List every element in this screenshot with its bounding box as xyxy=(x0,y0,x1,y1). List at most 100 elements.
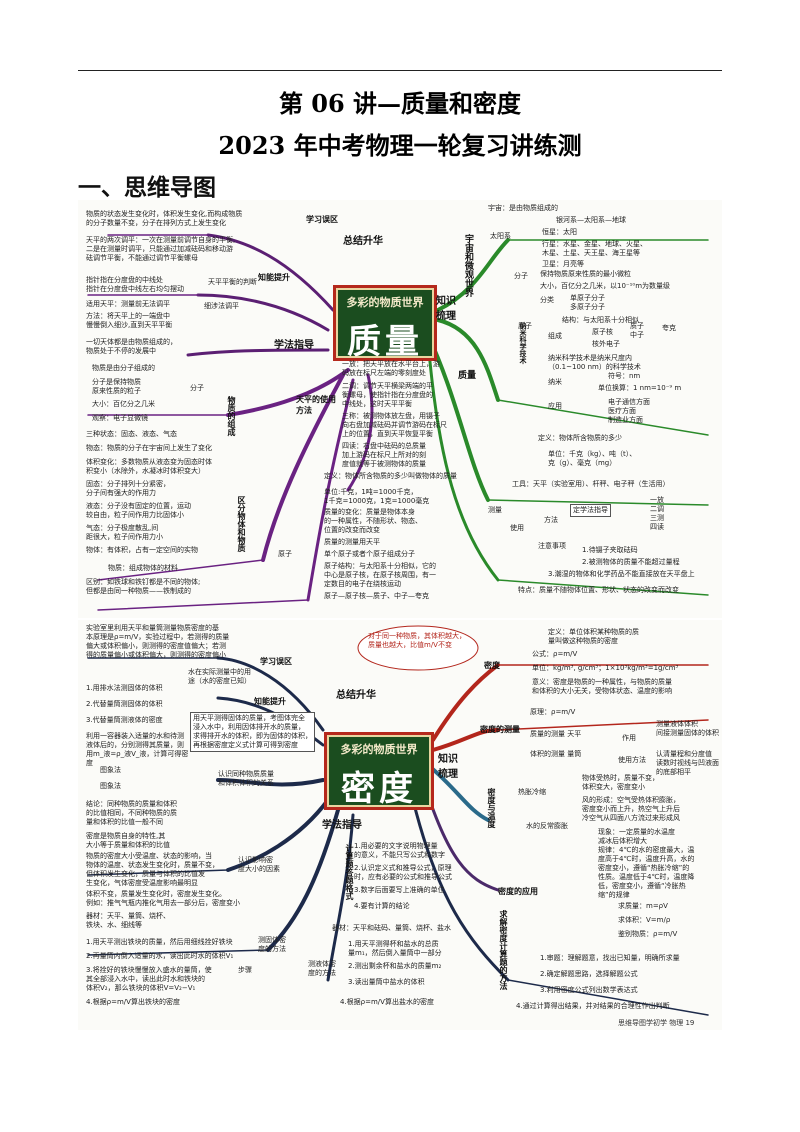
density-node: 图象法 xyxy=(100,766,121,774)
branch-study-zone: 学习误区 xyxy=(260,657,292,666)
density-node: 3.代替量筒测液体的密度 xyxy=(86,716,163,724)
density-node: 意义：密度是物质的一种属性，与物质的质量 和体积的大小无关，受物体状态、温度的影… xyxy=(532,678,672,695)
mass-node: 天平平衡的判断 xyxy=(208,278,257,286)
density-node: 2.确定解题思路，选择解题公式 xyxy=(540,970,638,978)
branch-summary: 总结升华 xyxy=(343,236,383,247)
density-node: 4.根据ρ=m/V算出铁块的密度 xyxy=(86,998,180,1006)
mass-node: 测量 xyxy=(488,506,502,514)
mass-node: 原子 xyxy=(278,550,292,558)
density-hub: 多彩的物质世界 密度 xyxy=(324,732,434,810)
page-title: 第 06 讲—质量和密度 xyxy=(278,89,522,118)
density-node: 现象：一定质量的水温度 减冰后体积增大 xyxy=(598,828,675,845)
density-node: 物质的密度大小受温度、状态的影响，当 物体的温度、状态发生变化时，质量不变， 但… xyxy=(86,852,219,887)
branch-mass: 质量 xyxy=(458,371,477,381)
density-node: 认识影响密 度大小的因素 xyxy=(238,856,280,873)
mass-node: 宇宙：是由物质组成的 xyxy=(488,204,558,212)
mass-node: 物体：有体积，占有一定空间的实物 xyxy=(86,546,198,554)
branch-ability: 知能提升 xyxy=(258,273,290,282)
mass-hub-title: 质量 xyxy=(347,322,423,362)
mass-node: 三称：被测物体放左盘，用镊子 向右盘加减砝码并调节游码在标尺 上的位置，直到天平… xyxy=(342,412,447,438)
branch-measure: 密度的测量 xyxy=(480,725,520,734)
density-node: 1.用必要的文字说明物理量 的意义，不能只写公式和数字 xyxy=(354,842,445,859)
density-node: 密度是物质自身的特性,其 大小等于质量和体积的比值 xyxy=(86,832,170,849)
mass-node: 单位：千克（kg）、吨（t）、 克（g）、毫克（mg） xyxy=(548,450,637,467)
mass-node: 物质的状态发生变化时，体积发生变化,而构成物质 的分子数量不变，分子在排列方式上… xyxy=(86,210,243,227)
density-node: 1.用天平测出铁块的质量，然后用细线拴好铁块 xyxy=(86,938,233,946)
mass-node: 卫星：月亮等 xyxy=(542,260,584,268)
density-node: 体积不变，质量发生变化时，密度发生变化。 例如：推气气瓶内推化气用去一部分后，密… xyxy=(86,890,240,907)
density-node: 求体积：V=m/ρ xyxy=(618,916,671,924)
branch-balance-use: 天平的使用方法 xyxy=(296,395,336,415)
density-node: 结论：同种物质的质量和体积 的比值相同，不同种物质的质 量和体积的比值一般不同 xyxy=(86,800,177,826)
mass-node: 定义：物体所含物质的多少 xyxy=(538,434,622,442)
density-node: 鉴别物质：ρ=m/V xyxy=(618,930,678,938)
mass-node: 定义：物体所含物质的多少叫做物体的质量 xyxy=(324,472,457,480)
branch-ability: 知能提升 xyxy=(254,697,286,706)
page-subtitle: 2023 年中考物理一轮复习讲练测 xyxy=(218,131,582,160)
mass-node: 分子 xyxy=(514,272,528,280)
density-node: 认清量程和分度值 读数时视线与凹液面的底部相平 xyxy=(656,750,719,776)
density-node: 4.通过计算得出结果，并对结果的合理性作出判断 xyxy=(516,1002,670,1010)
mass-node: 方法：将天平上的一端盘中 慢慢倒入细沙,直到天平平衡 xyxy=(86,312,173,329)
mass-node: 单位:千克，1吨=1000千克， 1千克=1000克，1克=1000毫克 xyxy=(324,488,430,505)
density-node: 认识同种物质质量 和体积体积的关系 xyxy=(218,770,274,787)
density-node: 3.将拴好的铁块慢慢放入盛水的量筒，使 其全部浸入水中，读出此时水和铁块的 体积… xyxy=(86,966,212,992)
mass-node: 使用 xyxy=(510,524,524,532)
mass-node: 物质是由分子组成的 xyxy=(92,364,155,372)
mass-node: 方法 xyxy=(544,516,558,524)
mass-node: 分子是保持物质 原来性质的粒子 xyxy=(92,378,141,395)
mass-node: 液态：分子没有固定的位置，运动 较自由，粒子间作用力比固体小 xyxy=(86,502,191,519)
density-node: 测液体密 度的方法 xyxy=(308,960,336,977)
branch-calc2: 求解密度计算题的方法 xyxy=(499,910,508,990)
density-node: 2.代替量筒测固体的体积 xyxy=(86,700,163,708)
density-node: 实验室里利用天平和量筒测量物质密度的基 本原理是ρ=m/V，实验过程中，若测得的… xyxy=(86,624,230,659)
density-node: 3.读出量筒中盐水的体积 xyxy=(348,978,425,986)
mass-node: 核外电子 xyxy=(592,340,620,348)
mass-node: 体积变化：多数物质从液态变为固态时体 积变小（水除外，水凝冰时体积变大） xyxy=(86,458,212,475)
mass-node: 单个原子或者个原子组成分子 xyxy=(324,550,415,558)
mass-node: 2.被测物体的质量不能超过量程 xyxy=(582,558,680,566)
mass-node: 四读：右盘中砝码的总质量 加上游码在标尺上所对的刻 度值就等于被测物体的质量 xyxy=(342,442,426,468)
mind-map-mass-branches xyxy=(87,233,709,611)
mass-node: 组成 xyxy=(548,332,562,340)
density-node: 2.认识定义式和推导公式，原理 时，应有必要的公式和推导公式 xyxy=(354,864,452,881)
density-node: 利用一容器装入适量的水和待测 液体后的，分别测得其质量，则 用m_液=ρ_液V_… xyxy=(86,732,189,767)
density-node: 用天平测得固体的质量，考图体完全 浸入水中，利用因体排开水的质量， 求得排开水的… xyxy=(190,712,315,752)
mass-node: 气态：分子极度散乱,间 距很大，粒子间作用力小 xyxy=(86,524,163,541)
density-node: 物体受热时，质量不变， 体积变大，密度变小 xyxy=(582,774,659,791)
mass-node: 细涉法调平 xyxy=(204,302,239,310)
mass-node: 符号：nm xyxy=(608,372,641,380)
mass-node: 分子 xyxy=(190,384,204,392)
mass-node: 太阳系 xyxy=(490,232,511,240)
density-node: 原理：ρ=m/V xyxy=(530,708,576,716)
header-rule xyxy=(78,70,722,71)
mass-node: 大小：百亿分之几米 xyxy=(92,400,155,408)
mass-node: 行星：水星、金星、地球、火星、 木星、土星、天王星、海王星等 xyxy=(542,240,647,257)
mass-node: 电子通信方面 医疗方面 制造业方面 xyxy=(608,398,650,424)
branch-calc: 计算题答题格式 xyxy=(345,844,354,900)
mass-hub-subtitle: 多彩的物质世界 xyxy=(346,296,424,309)
mass-node: 质子 中子 xyxy=(630,322,644,339)
density-hub-subtitle: 多彩的物质世界 xyxy=(340,743,418,756)
mass-node: 原子核 xyxy=(592,328,613,336)
density-node: 质量的测量 天平 xyxy=(530,730,582,738)
density-node: 公式：ρ=m/V xyxy=(532,650,578,658)
mass-node: 指针指在分度盘的中线处 指针在分度盘中线左右均匀摆动 xyxy=(86,276,184,293)
mass-node: 特点：质量不随物体位置、形状、状态的改变而改变 xyxy=(518,586,679,594)
mass-node: 保持物质原来性质的最小微粒 xyxy=(540,270,631,278)
density-node: 2.再量筒内倒入适量的水，读出此时水的体积V₁ xyxy=(86,952,234,960)
mass-node: 银河系—太阳系—地球 xyxy=(556,216,626,224)
density-node: 定义：单位体积某种物质的质 量叫做这种物质的密度 xyxy=(548,628,639,645)
density-node: 步骤 xyxy=(238,966,252,974)
branch-method: 学法指导 xyxy=(322,820,362,831)
mass-node: 大小，百亿分之几米，以10⁻¹⁰m为数量级 xyxy=(540,282,671,290)
mass-node: 恒星：太阳 xyxy=(542,228,577,236)
mass-hub: 多彩的物质世界 质量 xyxy=(333,285,437,362)
density-node: 测量液体体积 间接测量固体的体积 xyxy=(656,720,719,737)
mass-node: 分类 xyxy=(540,296,554,304)
density-node: 器材：天平、量筒、烧杯、 铁块、水、细线等 xyxy=(86,912,170,929)
branch-nano: 纳米科学技术 xyxy=(519,322,527,364)
mind-map-density: 多彩的物质世界 密度 总结升华 学习误区 知能提升 学法指导 知识梳理 密度 密… xyxy=(78,620,722,1030)
density-node: 3.利用密度公式列出数学表达式 xyxy=(540,986,638,994)
mass-node: 注意事项 xyxy=(538,542,566,550)
